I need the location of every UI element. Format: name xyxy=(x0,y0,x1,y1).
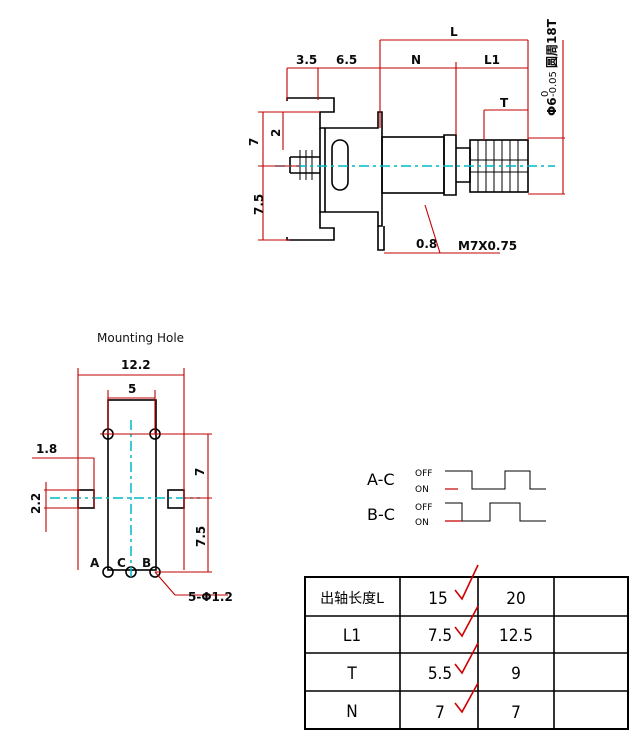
check-mark-icon xyxy=(454,682,479,714)
mount-dim-12-2: 12.2 xyxy=(121,358,151,372)
mount-dim-1-8: 1.8 xyxy=(36,442,57,456)
rear-pin xyxy=(289,156,320,174)
hole-A xyxy=(102,566,114,578)
shaft xyxy=(456,147,471,183)
holes-spec: 5-Φ1.2 xyxy=(188,590,233,604)
timing-label-ac: A-C xyxy=(367,470,395,489)
dim-T: T xyxy=(500,96,509,110)
mount-dim-5: 5 xyxy=(128,382,136,396)
shaft-dia-annotation: Φ6 0 -0.05 圆周18T xyxy=(540,18,559,116)
cell-L1-2: 12.5 xyxy=(499,626,533,646)
timing-on-bc: ON xyxy=(415,518,429,528)
timing-off-ac: OFF xyxy=(415,469,432,479)
shaft-tol-upper: 0 xyxy=(540,91,551,97)
knurl-teeth: 圆周18T xyxy=(545,18,559,68)
cell-L-1: 15 xyxy=(428,589,447,609)
check-mark-icon xyxy=(454,642,479,675)
dim-0-8: 0.8 xyxy=(416,237,437,251)
timing-diagram: A-C OFF ON B-C OFF ON xyxy=(367,469,546,528)
check-mark-icon xyxy=(454,605,479,638)
left-pad xyxy=(77,489,95,509)
right-pad xyxy=(167,489,185,509)
dim-6-5: 6.5 xyxy=(336,53,357,67)
cell-T-1: 5.5 xyxy=(428,664,452,684)
timing-label-bc: B-C xyxy=(367,505,395,524)
timing-on-ac: ON xyxy=(415,485,429,495)
terminal-leg xyxy=(377,226,385,251)
hole-outline xyxy=(107,399,157,571)
pin-label-C: C xyxy=(117,556,126,570)
bushing xyxy=(381,136,445,194)
mount-dim-7-5: 7.5 xyxy=(194,526,208,547)
waveform-bc xyxy=(445,502,546,522)
dim-2: 2 xyxy=(269,129,283,137)
row-label-N: N xyxy=(346,702,357,722)
body-outline xyxy=(286,97,383,241)
body-inner-lines xyxy=(319,128,326,212)
cell-N-2: 7 xyxy=(511,703,521,723)
shaft-tol-lower: -0.05 xyxy=(548,71,559,97)
dim-7-5: 7.5 xyxy=(252,194,266,215)
dim-3-5: 3.5 xyxy=(296,53,317,67)
mounting-hole-view: Mounting Hole xyxy=(29,331,233,604)
pin-label-A: A xyxy=(90,556,100,570)
row-label-L: 出轴长度L xyxy=(320,591,384,607)
cell-N-1: 7 xyxy=(435,703,445,723)
row-label-T: T xyxy=(346,664,357,684)
mount-dimension-lines xyxy=(32,368,228,596)
spec-table: 出轴长度L 15 20 L1 7.5 12.5 T 5.5 9 N 7 7 xyxy=(304,564,629,730)
pin-label-B: B xyxy=(142,556,151,570)
thread-label: M7X0.75 xyxy=(458,239,517,253)
mount-dim-2-2: 2.2 xyxy=(29,493,43,514)
side-dimension-lines xyxy=(258,39,565,254)
collar xyxy=(443,134,457,196)
mounting-hole-title: Mounting Hole xyxy=(97,331,184,345)
shaft-diameter: Φ6 xyxy=(545,97,559,116)
side-view: 3.5 6.5 L N L1 T 7 2 7.5 0.8 M7X0.75 Φ6 … xyxy=(247,18,565,254)
timing-off-bc: OFF xyxy=(415,503,432,513)
row-label-L1: L1 xyxy=(343,626,361,646)
dim-L1: L1 xyxy=(484,53,500,67)
dim-N: N xyxy=(411,53,421,67)
cell-T-2: 9 xyxy=(511,664,521,684)
dim-L: L xyxy=(450,25,458,39)
check-mark-icon xyxy=(454,564,479,601)
waveform-ac xyxy=(445,470,546,490)
rear-pin-lines xyxy=(299,150,313,180)
slot xyxy=(331,139,349,191)
dim-7: 7 xyxy=(247,138,261,146)
mount-dim-7: 7 xyxy=(193,468,207,476)
cell-L-2: 20 xyxy=(506,589,525,609)
cell-L1-1: 7.5 xyxy=(428,626,452,646)
